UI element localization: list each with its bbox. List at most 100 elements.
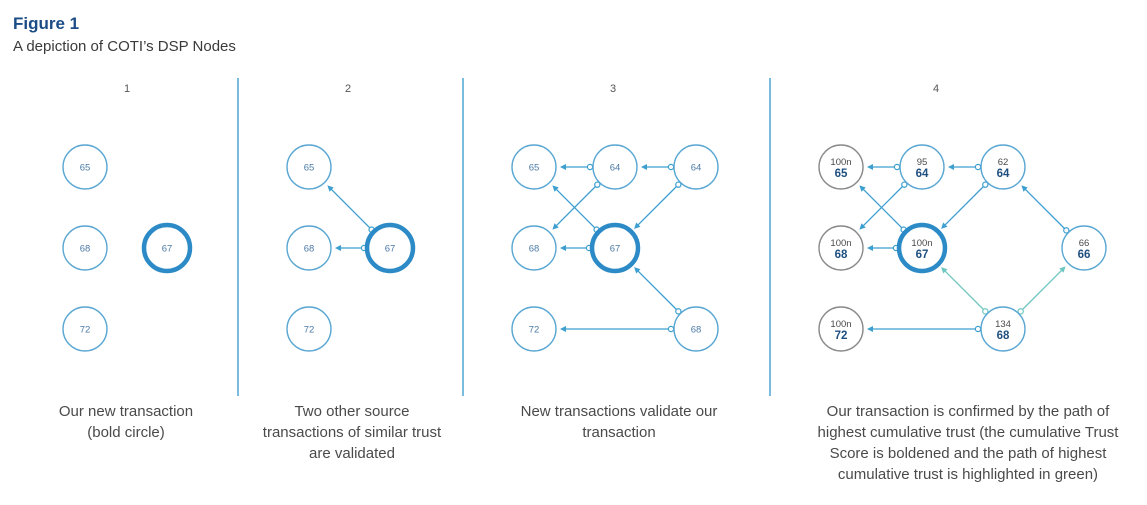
node-circle xyxy=(286,225,332,271)
edge-b-to-a xyxy=(867,163,901,171)
edge-c-to-b xyxy=(641,163,675,171)
edge-b-to-d xyxy=(552,181,601,230)
panel-4-caption: Our transaction is confirmed by the path… xyxy=(798,401,1138,485)
edge-e-to-d xyxy=(560,244,593,252)
edge-e-to-d xyxy=(867,244,900,252)
node-circle xyxy=(62,144,108,190)
caption-line: Our transaction is confirmed by the path… xyxy=(826,403,1110,420)
edge-h-to-c xyxy=(1021,185,1070,234)
node-n2: 68 xyxy=(62,225,108,271)
edge-origin-marker xyxy=(982,308,989,315)
node-top-value: 100n xyxy=(830,157,851,168)
edge-arrowhead xyxy=(859,223,866,230)
edge-arrowhead xyxy=(867,245,873,251)
node-trust-score: 64 xyxy=(997,168,1010,180)
node-n1: 65 xyxy=(286,144,332,190)
edge-g-to-e xyxy=(634,267,682,315)
caption-line: cumulative trust is highlighted in green… xyxy=(837,466,1099,483)
node-trust-score: 66 xyxy=(1078,249,1091,261)
panel-number: 4 xyxy=(933,83,939,95)
edge-origin-marker xyxy=(667,163,675,171)
node-circle xyxy=(286,144,332,190)
node-n3: 72 xyxy=(286,306,332,352)
panel-number: 1 xyxy=(124,83,130,95)
node-circle xyxy=(896,222,948,274)
edge-arrowhead xyxy=(560,164,566,170)
node-circle xyxy=(899,144,945,190)
edge-arrowhead xyxy=(327,185,334,192)
edge-g-to-f xyxy=(867,325,982,333)
edge-g-to-h xyxy=(1017,266,1066,315)
edge-origin-marker xyxy=(982,181,989,188)
caption-line: Score is boldened and the path of highes… xyxy=(829,445,1107,462)
panel-4: 4100n6595646264100n68100n676666100n72134… xyxy=(818,83,1107,352)
node-trust-score: 68 xyxy=(304,244,315,255)
edge-origin-marker xyxy=(675,308,682,315)
node-f: 72 xyxy=(511,306,557,352)
node-trust-score: 67 xyxy=(610,244,621,255)
edge-origin-marker xyxy=(675,181,682,188)
panel-number: 2 xyxy=(345,83,351,95)
node-c: 64 xyxy=(673,144,719,190)
caption-line: transactions of similar trust xyxy=(262,424,442,441)
node-trust-score: 68 xyxy=(997,330,1010,342)
caption-line: transaction xyxy=(582,424,656,441)
node-trust-score: 64 xyxy=(916,168,929,180)
node-bold-n4: 67 xyxy=(364,222,416,274)
node-top-value: 134 xyxy=(995,319,1011,330)
edge-origin-marker xyxy=(893,163,901,171)
node-trust-score: 64 xyxy=(610,163,621,174)
node-top-value: 100n xyxy=(830,319,851,330)
edge-arrowhead xyxy=(634,267,641,274)
edge-arrowhead xyxy=(1059,266,1066,273)
edge-g-to-f xyxy=(560,325,675,333)
edge-e-to-a xyxy=(859,185,907,233)
node-top-value: 100n xyxy=(911,238,932,249)
node-circle xyxy=(511,225,557,271)
node-circle xyxy=(589,222,641,274)
edge-origin-marker xyxy=(1063,227,1070,234)
node-n3: 72 xyxy=(62,306,108,352)
edge-arrowhead xyxy=(552,223,559,230)
node-circle xyxy=(673,144,719,190)
edge-n4-to-n1 xyxy=(327,185,375,233)
node-d: 68 xyxy=(511,225,557,271)
node-a: 65 xyxy=(511,144,557,190)
node-circle xyxy=(1061,225,1107,271)
node-n2: 68 xyxy=(286,225,332,271)
node-trust-score: 68 xyxy=(529,244,540,255)
edge-origin-marker xyxy=(594,181,601,188)
node-trust-score: 65 xyxy=(835,168,848,180)
node-b: 64 xyxy=(592,144,638,190)
node-circle xyxy=(62,225,108,271)
edge-c-to-e xyxy=(634,181,682,229)
node-trust-score: 68 xyxy=(80,244,91,255)
node-circle xyxy=(62,306,108,352)
figure-subtitle: A depiction of COTI’s DSP Nodes xyxy=(13,38,236,55)
edge-e-to-a xyxy=(552,185,600,233)
node-top-value: 95 xyxy=(917,157,928,168)
node-circle xyxy=(818,225,864,271)
caption-line: are validated xyxy=(309,445,395,462)
edge-c-to-e xyxy=(941,181,989,229)
edge-arrowhead xyxy=(948,164,954,170)
edge-arrowhead xyxy=(941,222,948,229)
panel-1-caption: Our new transaction(bold circle) xyxy=(6,401,246,443)
edge-g-to-e xyxy=(941,267,989,315)
node-trust-score: 65 xyxy=(304,163,315,174)
edge-origin-marker xyxy=(586,163,594,171)
node-circle xyxy=(511,144,557,190)
edge-arrowhead xyxy=(1021,185,1028,192)
edge-b-to-a xyxy=(560,163,594,171)
edge-origin-marker xyxy=(901,181,908,188)
edge-arrowhead xyxy=(552,185,559,192)
node-trust-score: 68 xyxy=(691,325,702,336)
